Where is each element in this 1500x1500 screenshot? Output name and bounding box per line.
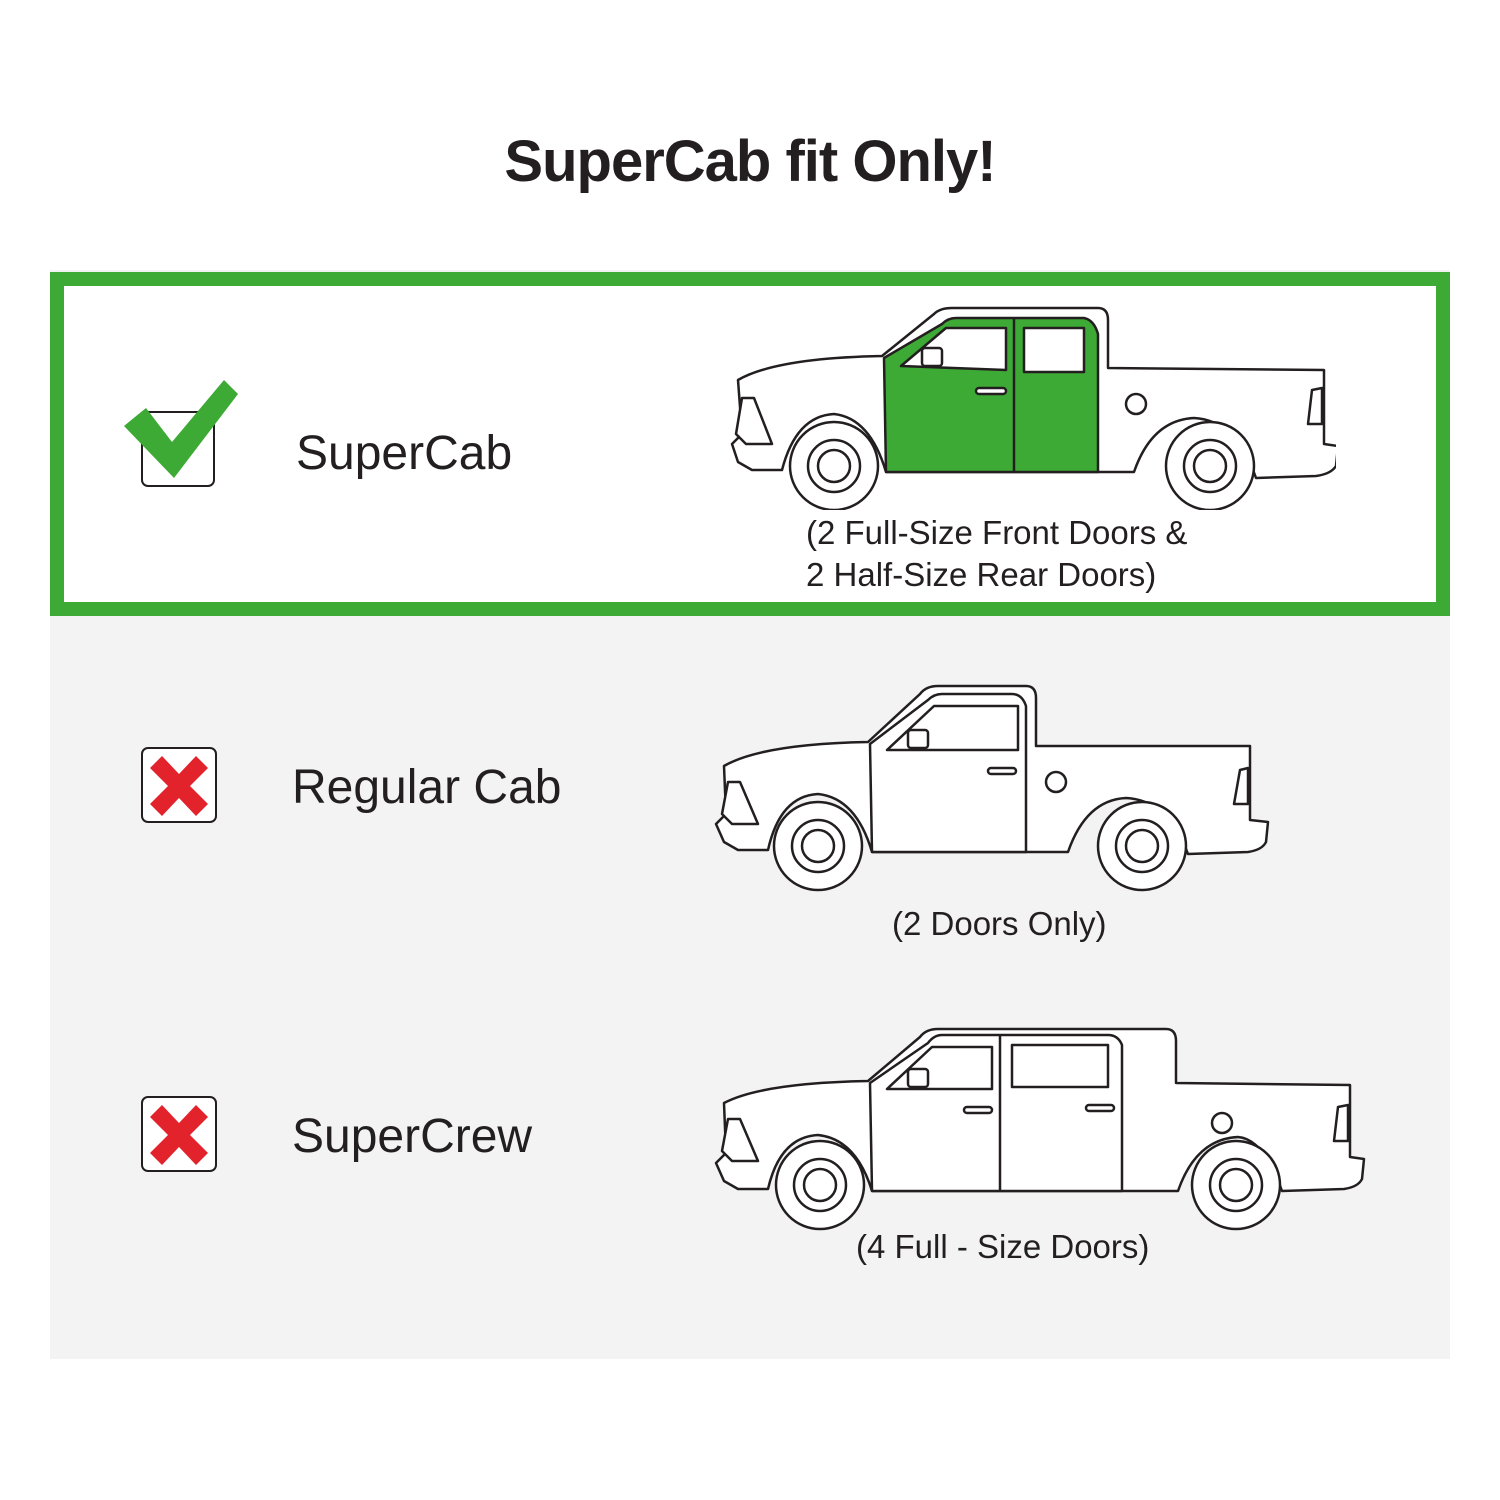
page-title: SuperCab fit Only! <box>504 129 996 194</box>
cross-icon <box>140 746 220 826</box>
option-label: SuperCab <box>296 427 513 480</box>
option-label: SuperCrew <box>292 1110 533 1163</box>
supercab-truck-icon <box>716 294 1340 515</box>
regular-cab-truck-icon <box>702 670 1282 905</box>
supercrew-truck-icon <box>702 1015 1382 1240</box>
caption-line: (2 Doors Only) <box>892 905 1107 942</box>
caption-line: 2 Half-Size Rear Doors) <box>806 556 1157 593</box>
option-row-supercrew: SuperCrew (4 Full - Size Doors) <box>50 985 1450 1305</box>
caption-line: (2 Full-Size Front Doors & <box>806 514 1188 551</box>
option-row-supercab: SuperCab (2 Full-Size Front Doors & 2 Ha… <box>50 272 1450 616</box>
checkmark-icon <box>120 378 250 498</box>
option-caption: (2 Full-Size Front Doors & 2 Half-Size R… <box>806 512 1187 596</box>
option-caption: (4 Full - Size Doors) <box>856 1226 1149 1268</box>
cross-icon <box>140 1095 220 1175</box>
option-caption: (2 Doors Only) <box>892 903 1107 945</box>
option-label: Regular Cab <box>292 761 562 814</box>
option-row-regular-cab: Regular Cab (2 Doors Only) <box>50 640 1450 970</box>
caption-line: (4 Full - Size Doors) <box>856 1228 1150 1265</box>
